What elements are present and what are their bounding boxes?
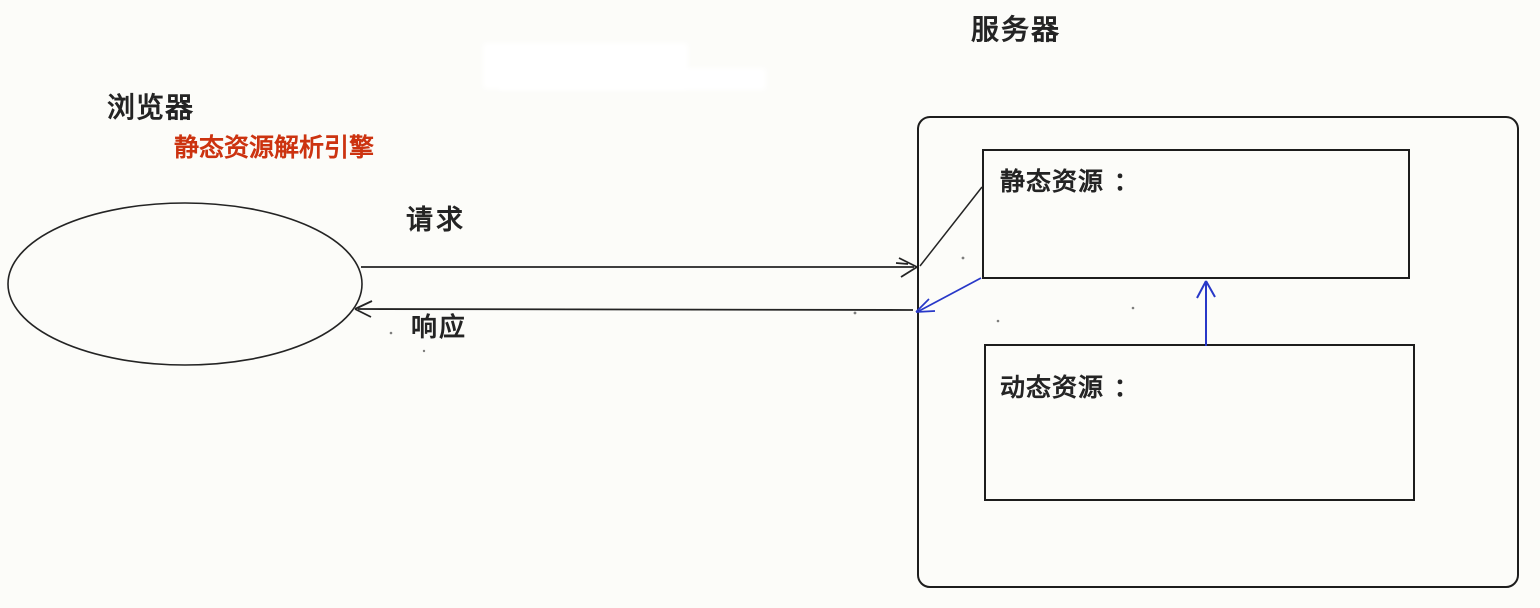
request-arrowhead — [895, 257, 918, 278]
dynamic-resource-box: 动态资源 ： — [984, 344, 1415, 501]
browser-ellipse — [7, 202, 363, 366]
browser-title: 浏览器 — [107, 91, 195, 124]
server-container-box — [917, 116, 1519, 588]
server-title: 服务器 — [971, 13, 1062, 46]
response-line — [357, 308, 914, 311]
erase-smudge — [498, 68, 766, 90]
browser-engine-note: 静态资源解析引擎 — [174, 133, 375, 162]
request-label: 请求 — [406, 205, 466, 236]
static-resource-box: 静态资源 ： — [982, 149, 1410, 279]
static-resource-label: 静态资源 ： — [1000, 167, 1140, 196]
response-label: 响应 — [411, 313, 468, 343]
dynamic-resource-label: 动态资源 ： — [1000, 373, 1140, 402]
response-arrowhead — [354, 300, 373, 318]
